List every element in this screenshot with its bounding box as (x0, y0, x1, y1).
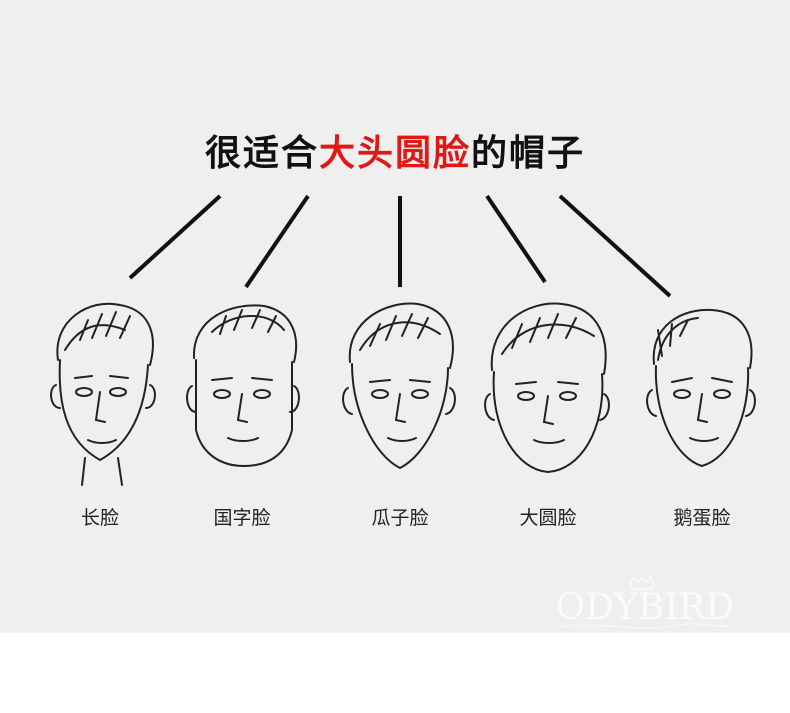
headline: 很适合大头圆脸的帽子 (0, 124, 790, 176)
connector-line-4 (485, 194, 547, 284)
crown-icon (629, 575, 655, 590)
connector-line-2 (244, 194, 310, 289)
headline-suffix: 的帽子 (471, 133, 586, 174)
face-label-1: 长脸 (80, 507, 119, 529)
face-pointed-illustration (342, 302, 456, 470)
face-label-3: 瓜子脸 (371, 507, 429, 529)
headline-highlight: 大头圆脸 (318, 133, 471, 174)
connector-line-5 (558, 194, 672, 298)
face-square-illustration (186, 304, 300, 468)
watermark-text: ODYBIRD (556, 587, 735, 628)
face-label-2: 国字脸 (213, 507, 271, 529)
face-egg-illustration (646, 308, 756, 468)
face-label-4: 大圆脸 (519, 507, 577, 529)
face-long-illustration (50, 302, 156, 486)
connector-lines (128, 194, 672, 298)
face-label-5: 鹅蛋脸 (673, 507, 731, 529)
face-round-illustration (484, 302, 610, 474)
footer-blank-area (0, 633, 790, 713)
connector-line-1 (128, 194, 222, 280)
poster-canvas: 很适合大头圆脸的帽子 (0, 0, 790, 633)
brand-watermark: ODYBIRD (556, 575, 735, 629)
flourish-icon (559, 623, 731, 629)
headline-prefix: 很适合 (204, 133, 319, 174)
